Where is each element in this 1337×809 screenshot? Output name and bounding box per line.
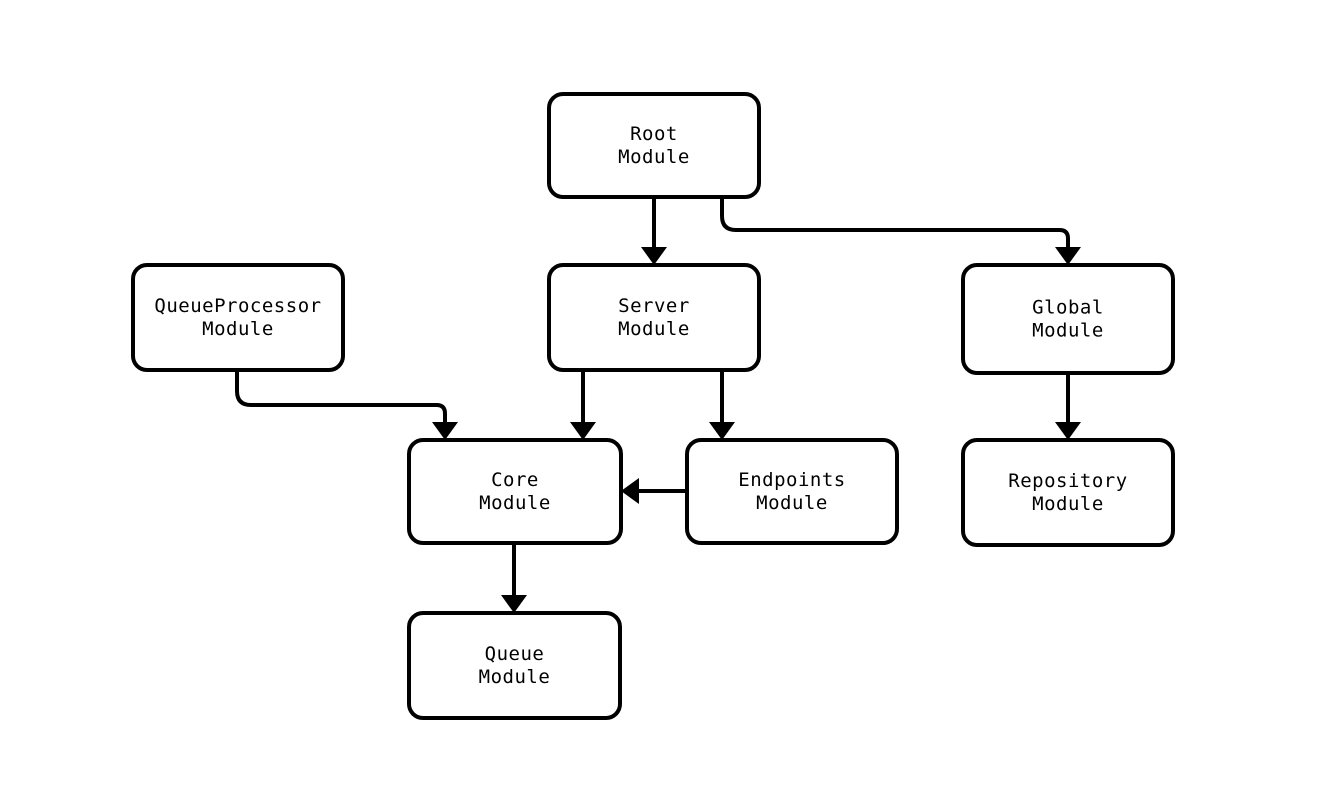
arrowhead-server-to-endpoints	[709, 422, 735, 440]
node-layer: RootModuleQueueProcessorModuleServerModu…	[131, 92, 1175, 720]
node-box-core[interactable]	[407, 438, 623, 545]
node-box-repository[interactable]	[961, 438, 1175, 547]
node-box-endpoints[interactable]	[685, 438, 899, 545]
node-label-queue-line2: Module	[479, 666, 551, 688]
arrowhead-root-to-server	[641, 247, 667, 265]
edge-endpoints-to-core	[621, 478, 687, 504]
node-box-global[interactable]	[961, 263, 1175, 375]
node-label-root-line2: Module	[618, 146, 690, 168]
node-label-global-line2: Module	[1032, 320, 1104, 342]
node-label-repository-line2: Module	[1032, 493, 1104, 515]
node-label-endpoints-line1: Endpoints	[738, 469, 845, 491]
node-label-queue-line1: Queue	[485, 643, 545, 665]
node-label-queueprocessor-line2: Module	[202, 318, 274, 340]
edge-line-queueprocessor-to-core	[235, 370, 447, 422]
node-label-repository-line1: Repository	[1008, 470, 1127, 492]
arrowhead-endpoints-to-core	[621, 478, 639, 504]
node-box-server[interactable]	[547, 263, 761, 372]
node-label-endpoints-line2: Module	[756, 492, 828, 514]
node-label-core-line1: Core	[491, 469, 539, 491]
node-label-core-line2: Module	[479, 492, 551, 514]
arrowhead-core-to-queue	[501, 595, 527, 613]
node-label-queueprocessor-line1: QueueProcessor	[154, 295, 321, 317]
edge-global-to-repository	[1055, 373, 1081, 440]
edge-server-to-core	[570, 370, 596, 440]
node-box-queue[interactable]	[407, 611, 622, 720]
arrowhead-queueprocessor-to-core	[432, 422, 458, 440]
edge-server-to-endpoints	[709, 370, 735, 440]
node-label-server-line1: Server	[618, 295, 690, 317]
edge-layer	[235, 197, 1081, 613]
node-label-root-line1: Root	[630, 123, 678, 145]
arrowhead-server-to-core	[570, 422, 596, 440]
edge-queueprocessor-to-core	[235, 370, 458, 440]
node-box-queueprocessor[interactable]	[131, 263, 345, 372]
node-box-root[interactable]	[547, 92, 761, 199]
edge-core-to-queue	[501, 543, 527, 613]
node-label-global-line1: Global	[1032, 297, 1104, 319]
arrowhead-root-to-global	[1055, 247, 1081, 265]
arrowhead-global-to-repository	[1055, 422, 1081, 440]
edge-root-to-global	[720, 197, 1081, 265]
node-label-server-line2: Module	[618, 318, 690, 340]
edge-root-to-server	[641, 197, 667, 265]
edge-line-root-to-global	[720, 197, 1070, 247]
